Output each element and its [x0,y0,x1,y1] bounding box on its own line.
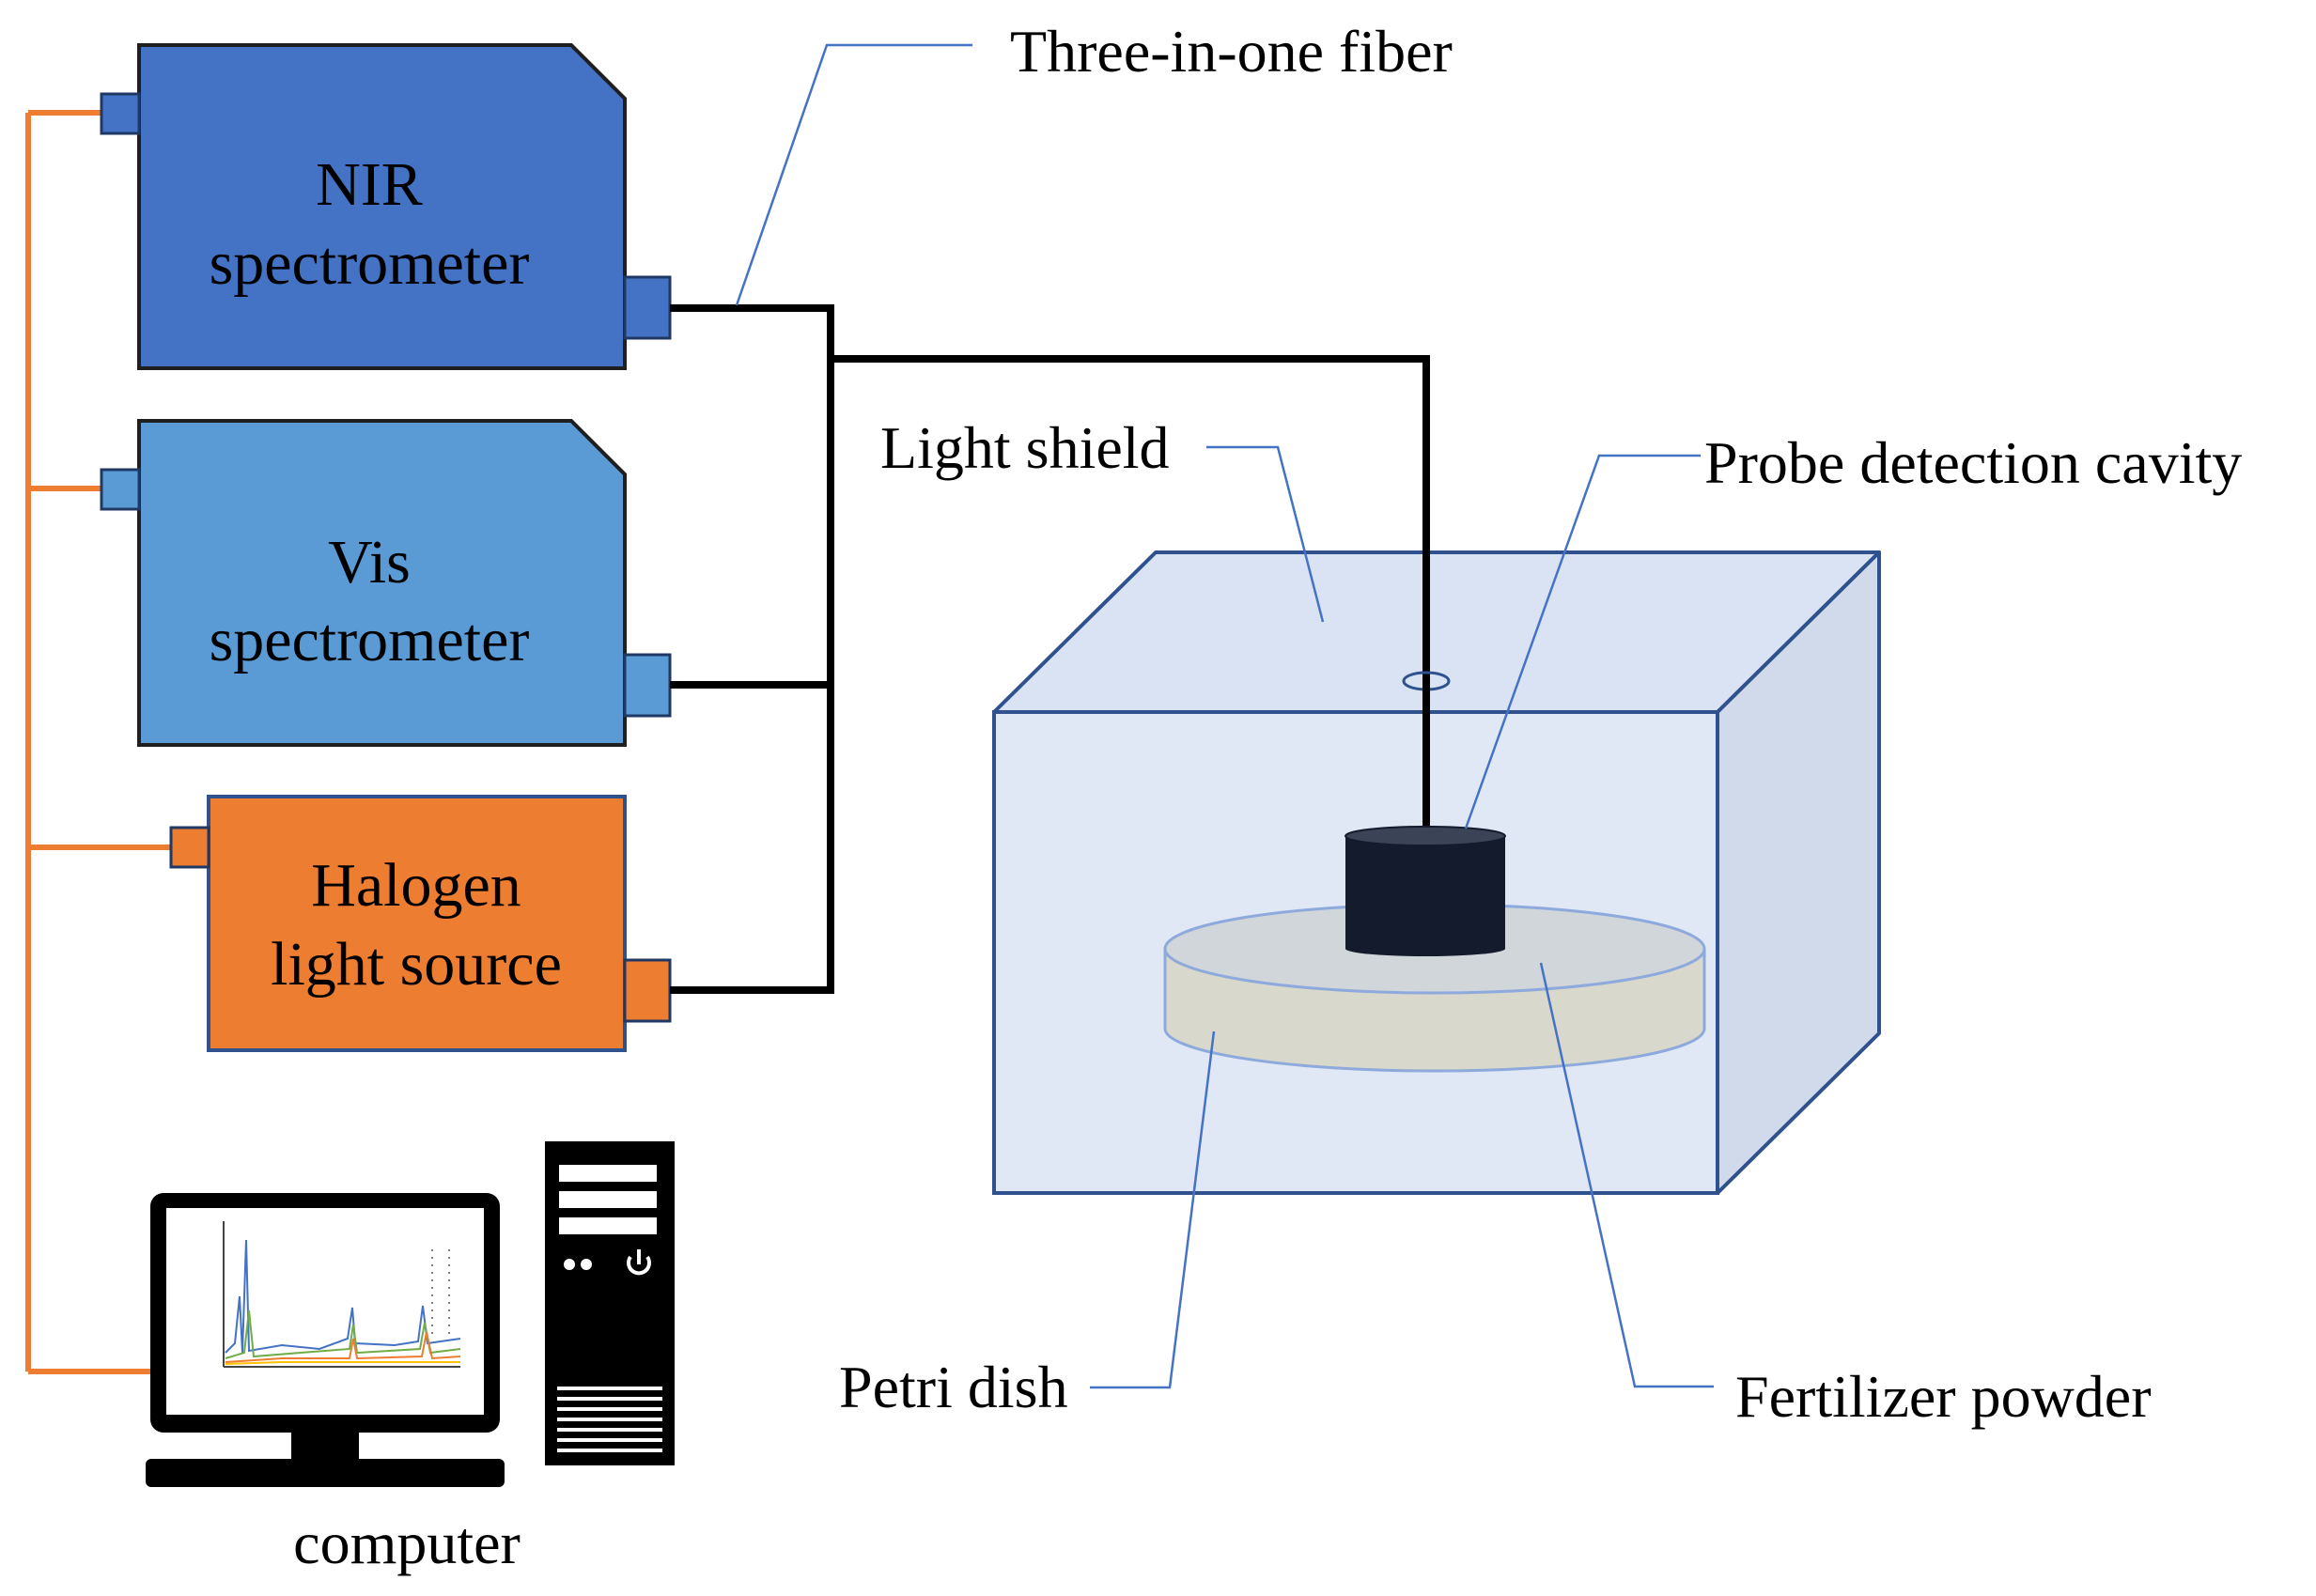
halogen-fiber-port [623,958,672,1023]
nir-left-port [100,92,141,135]
nir-spectrometer: NIR spectrometer [100,43,672,370]
vis-label-line2: spectrometer [210,606,530,674]
leader-lines [735,43,1714,1389]
light-shield-label: Light shield [880,414,1170,481]
nir-label-line2: spectrometer [210,229,530,298]
fiber-label: Three-in-one fiber [1010,18,1453,85]
fiber-leader [735,43,972,306]
probe-cavity-label: Probe detection cavity [1704,429,2242,496]
halogen-left-port [169,826,210,869]
pc-tower-icon [545,1141,675,1465]
probe-leader [1464,454,1701,829]
monitor-screen [166,1208,484,1415]
vis-label-line1: Vis [328,528,411,597]
three-in-one-fiber [670,304,1430,994]
fertilizer-leader [1539,962,1714,1388]
computer-label: computer [293,1510,521,1576]
light-shield-leader [1206,445,1325,623]
vis-fiber-port [623,653,672,718]
orange-control-wires [25,110,171,1374]
power-icon [627,1249,651,1276]
vis-left-port [100,468,141,511]
fertilizer-label: Fertilizer powder [1735,1363,2152,1430]
vis-spectrometer: Vis spectrometer [100,419,672,747]
nir-fiber-port [623,275,672,340]
halogen-label-line1: Halogen [311,851,521,920]
petri-dish-leader [1090,1030,1216,1389]
petri-dish-label: Petri dish [839,1354,1068,1420]
probe-detection-cavity [1345,826,1506,956]
halogen-label-line2: light source [271,930,562,999]
halogen-light-source: Halogen light source [169,795,672,1052]
screen-spectra [223,1221,461,1368]
nir-label-line1: NIR [316,150,423,219]
light-shield-box [992,550,1881,1195]
monitor-icon [146,1193,505,1487]
